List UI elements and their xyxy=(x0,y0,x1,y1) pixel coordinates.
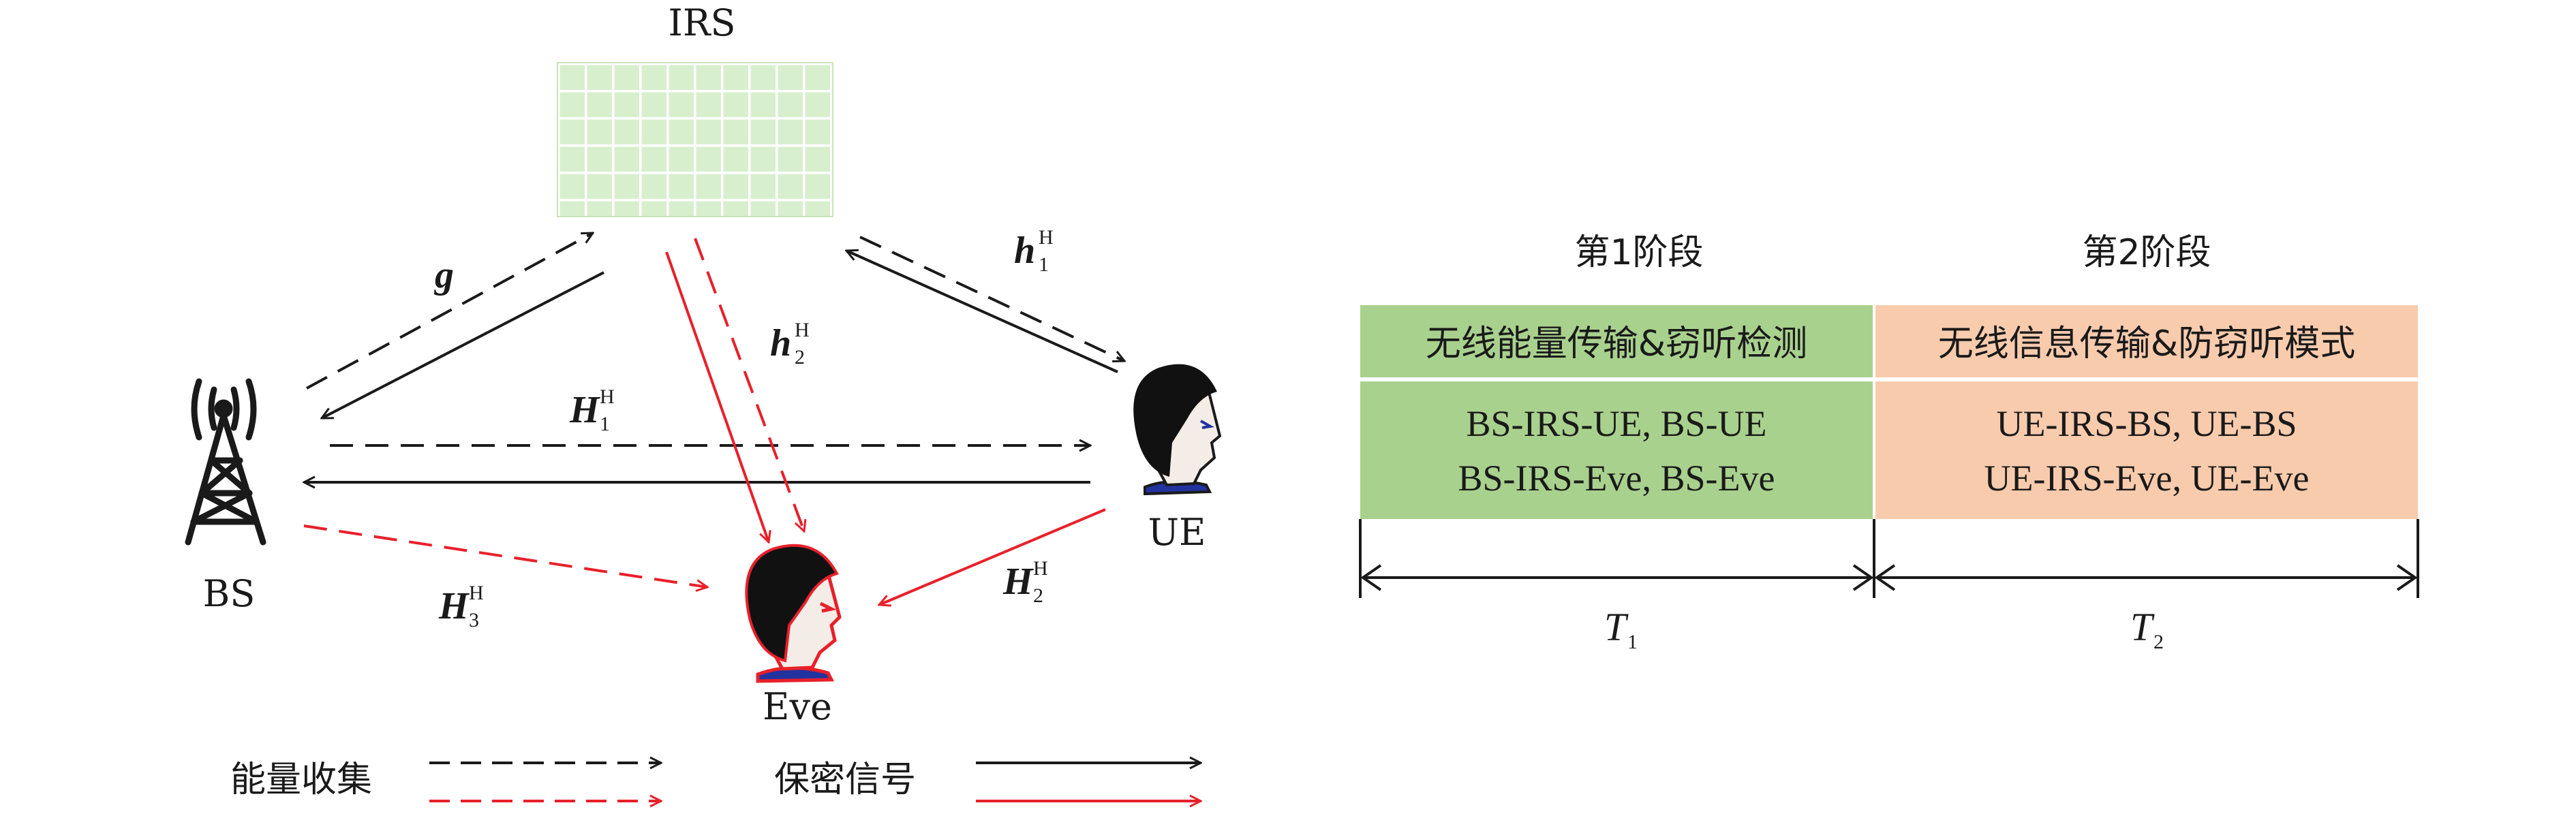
legend: 能量收集 保密信号 xyxy=(230,759,1201,801)
phase1-links-cell xyxy=(1360,381,1873,519)
eve-person-icon xyxy=(745,544,842,683)
label-h1: h H 1 xyxy=(1014,226,1054,276)
svg-text:2: 2 xyxy=(2153,631,2164,653)
svg-text:2: 2 xyxy=(795,346,805,368)
arrow-irs-to-eve-info xyxy=(665,251,769,542)
arrow-irs-to-ue-energy xyxy=(859,236,1124,361)
svg-text:H: H xyxy=(1033,557,1048,580)
arrow-bs-to-irs-energy xyxy=(306,232,593,390)
svg-text:1: 1 xyxy=(1039,253,1049,276)
eve-node: Eve xyxy=(745,544,842,728)
label-H3: H H 3 xyxy=(438,582,484,631)
svg-text:H: H xyxy=(600,386,615,408)
arrow-irs-to-bs-info xyxy=(322,271,604,420)
svg-text:H: H xyxy=(569,389,600,431)
svg-text:2: 2 xyxy=(1033,584,1043,607)
phase2-title: 第2阶段 xyxy=(2082,232,2211,273)
phase2-header: 无线信息传输&防窃听模式 xyxy=(1938,324,2356,364)
svg-text:H: H xyxy=(438,585,470,627)
arrow-ue-to-irs-info xyxy=(846,251,1118,373)
svg-text:h: h xyxy=(1014,230,1035,272)
phase1-header-cell xyxy=(1360,305,1873,377)
phase2-links-line1: UE-IRS-BS, UE-BS xyxy=(1996,403,2297,444)
bs-node: BS xyxy=(185,378,266,615)
phase2-links-cell xyxy=(1875,381,2418,519)
bs-label: BS xyxy=(203,572,256,615)
label-h2: h H 2 xyxy=(770,319,810,368)
svg-text:T: T xyxy=(2130,605,2155,649)
arrow-ue-to-eve-info xyxy=(879,508,1106,605)
svg-text:H: H xyxy=(469,582,484,604)
timeline xyxy=(1359,519,2419,598)
eve-label: Eve xyxy=(763,685,832,728)
arrow-irs-to-eve-energy xyxy=(694,238,804,531)
irs-node: IRS xyxy=(557,1,833,217)
svg-text:H: H xyxy=(795,319,810,341)
antenna-tower-icon xyxy=(185,378,266,546)
arrow-bs-to-eve-energy xyxy=(303,524,707,587)
phase1-header: 无线能量传输&窃听检测 xyxy=(1426,324,1808,364)
svg-text:H: H xyxy=(1002,561,1034,603)
svg-text:3: 3 xyxy=(469,609,479,631)
phase1-title: 第1阶段 xyxy=(1574,232,1703,273)
svg-text:H: H xyxy=(1039,226,1054,249)
legend-energy-label: 能量收集 xyxy=(230,759,372,800)
phase2-header-cell xyxy=(1875,305,2418,377)
label-H1: H H 1 xyxy=(569,386,615,435)
duration-t1: T 1 xyxy=(1604,605,1638,653)
legend-signal-label: 保密信号 xyxy=(774,759,916,800)
svg-text:1: 1 xyxy=(600,413,610,435)
duration-t2: T 2 xyxy=(2130,605,2164,653)
svg-text:1: 1 xyxy=(1627,631,1638,653)
channel-labels: g h H 1 h H 2 H H 1 H H 2 H H 3 xyxy=(433,226,1054,631)
phase2-links-line2: UE-IRS-Eve, UE-Eve xyxy=(1984,458,2310,499)
phase-table: 第1阶段 第2阶段 无线能量传输&窃听检测 无线信息传输&防窃听模式 BS-IR… xyxy=(1359,232,2419,653)
phase1-links-line1: BS-IRS-UE, BS-UE xyxy=(1466,403,1766,444)
irs-panel xyxy=(557,62,833,217)
ue-node: UE xyxy=(1133,364,1222,554)
ue-label: UE xyxy=(1148,511,1206,554)
label-g: g xyxy=(433,254,454,296)
irs-label: IRS xyxy=(669,1,736,44)
ue-person-icon xyxy=(1133,364,1222,496)
label-H2: H H 2 xyxy=(1002,557,1048,607)
phase1-links-line2: BS-IRS-Eve, BS-Eve xyxy=(1458,458,1775,499)
channel-arrows xyxy=(303,232,1124,605)
svg-text:h: h xyxy=(770,322,791,364)
svg-text:T: T xyxy=(1604,605,1629,649)
